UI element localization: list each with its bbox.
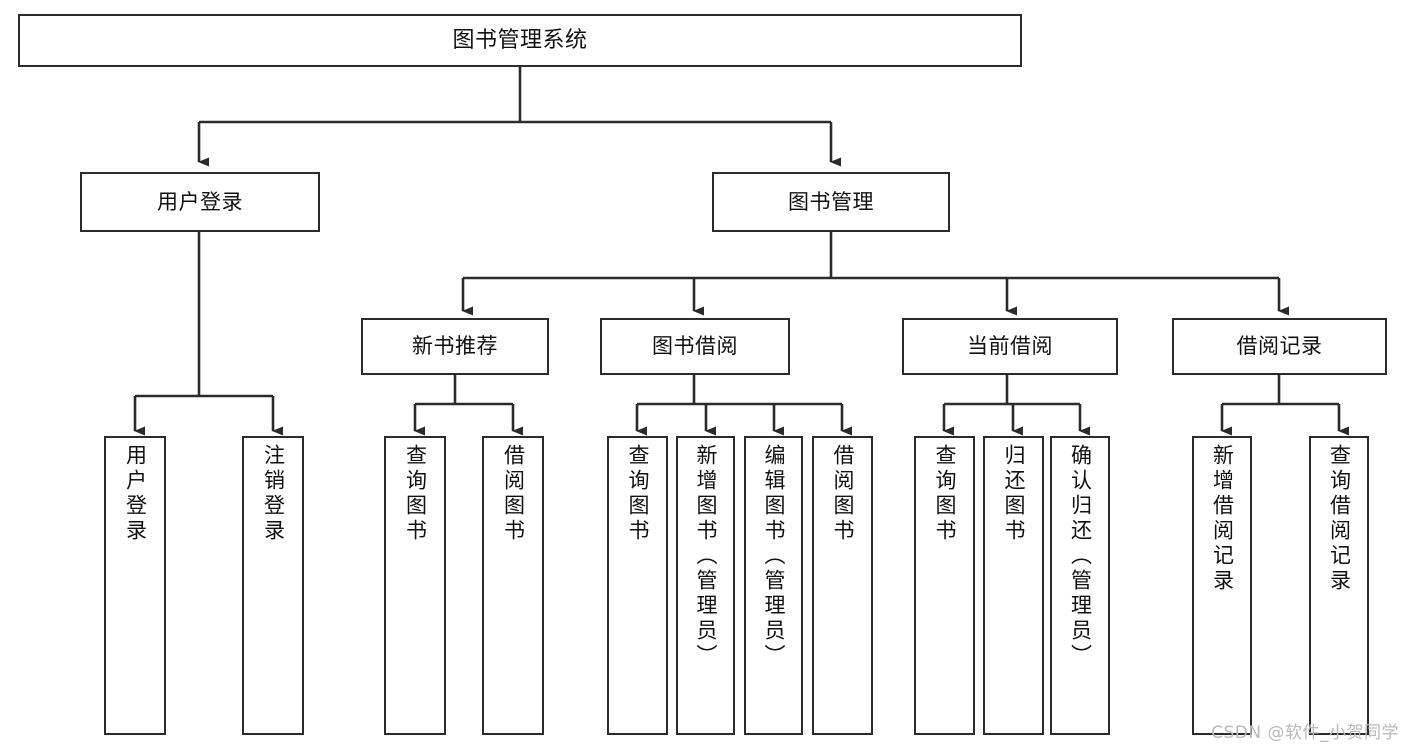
node-label: 归还图书 — [1002, 444, 1026, 544]
watermark: CSDN @软件_小贺同学 — [1211, 723, 1399, 743]
node-leaf-borrow-book[interactable]: 借阅图书 — [812, 436, 873, 735]
node-label: 图书借阅 — [652, 334, 738, 359]
node-book-management[interactable]: 图书管理 — [712, 172, 950, 232]
node-label: 用户登录 — [123, 444, 148, 544]
node-label: 借阅图书 — [831, 444, 855, 544]
node-label: 编辑图书（管理员） — [762, 444, 786, 669]
node-label: 用户登录 — [157, 189, 243, 214]
node-label: 当前借阅 — [967, 334, 1053, 359]
node-leaf-add-borrow-record[interactable]: 新增借阅记录 — [1192, 436, 1252, 735]
node-borrow-record[interactable]: 借阅记录 — [1172, 318, 1387, 375]
node-leaf-user-login[interactable]: 用户登录 — [104, 436, 166, 735]
node-label: 查询图书 — [403, 444, 428, 544]
node-leaf-confirm-return-admin[interactable]: 确认归还（管理员） — [1050, 436, 1110, 735]
node-book-borrow[interactable]: 图书借阅 — [600, 318, 790, 375]
node-label: 注销登录 — [261, 444, 286, 544]
node-label: 借阅图书 — [501, 444, 526, 544]
node-leaf-logout[interactable]: 注销登录 — [242, 436, 304, 735]
node-label: 借阅记录 — [1236, 334, 1323, 359]
node-leaf-add-book-admin[interactable]: 新增图书（管理员） — [676, 436, 735, 735]
node-leaf-borrow-book-recommend[interactable]: 借阅图书 — [482, 436, 544, 735]
node-leaf-edit-book-admin[interactable]: 编辑图书（管理员） — [744, 436, 803, 735]
node-leaf-query-book-current[interactable]: 查询图书 — [914, 436, 975, 735]
node-label: 图书管理系统 — [452, 27, 588, 53]
node-label: 新书推荐 — [412, 334, 498, 359]
node-new-book-recommend[interactable]: 新书推荐 — [361, 318, 549, 375]
node-label: 确认归还（管理员） — [1068, 444, 1093, 669]
node-leaf-return-book[interactable]: 归还图书 — [983, 436, 1044, 735]
node-label: 查询借阅记录 — [1327, 444, 1352, 594]
node-label: 新增图书（管理员） — [694, 444, 718, 669]
node-root-book-management-system[interactable]: 图书管理系统 — [18, 14, 1022, 67]
node-leaf-query-book-recommend[interactable]: 查询图书 — [384, 436, 446, 735]
node-leaf-query-book-borrow[interactable]: 查询图书 — [607, 436, 668, 735]
node-current-borrow[interactable]: 当前借阅 — [902, 318, 1118, 375]
node-label: 查询图书 — [933, 444, 957, 544]
node-leaf-query-borrow-record[interactable]: 查询借阅记录 — [1309, 436, 1369, 735]
node-label: 新增借阅记录 — [1210, 444, 1235, 594]
node-label: 查询图书 — [626, 444, 650, 544]
node-user-login[interactable]: 用户登录 — [80, 172, 320, 232]
node-label: 图书管理 — [788, 189, 874, 214]
